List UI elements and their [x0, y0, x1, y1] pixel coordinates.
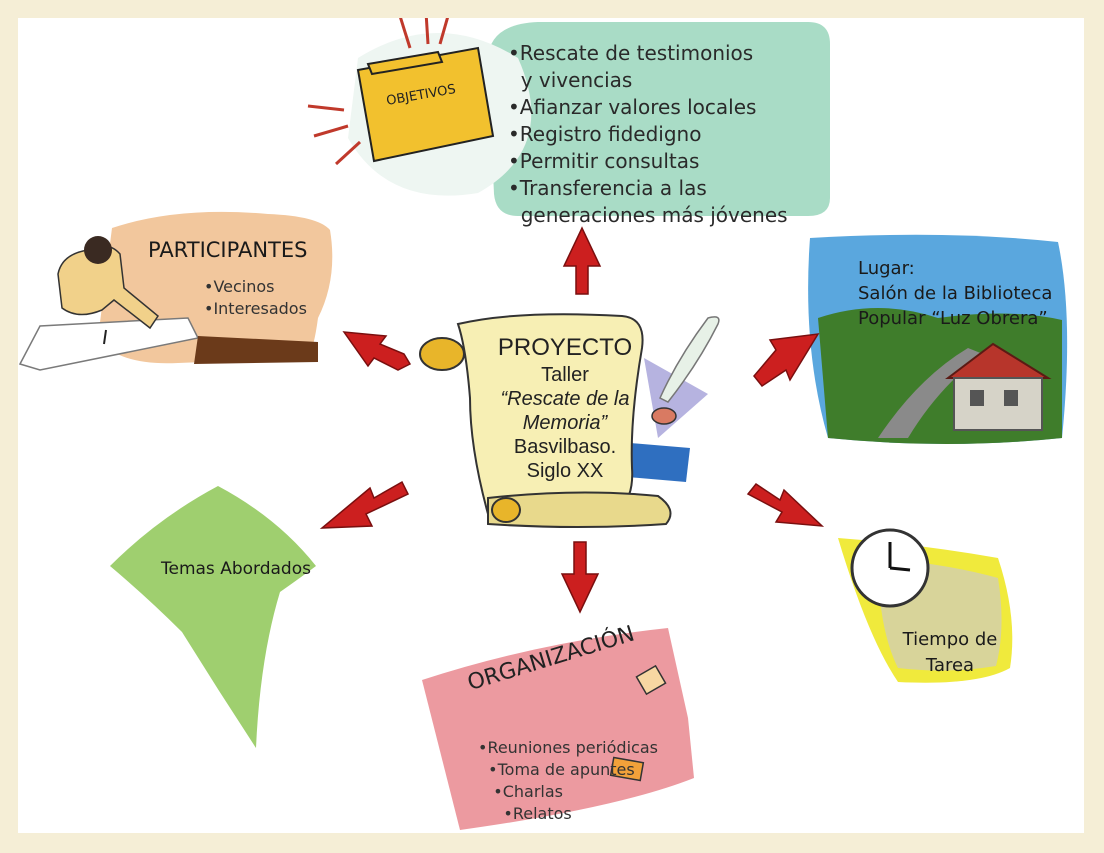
arrow-to-temas: [319, 480, 410, 529]
lugar-line: Popular “Luz Obrera”: [858, 308, 1048, 329]
objetivos-item: •Rescate de testimonios: [508, 41, 754, 65]
tiempo-line: Tiempo de: [902, 629, 998, 650]
writer-person-icon: [18, 236, 318, 371]
participantes-item: •Interesados: [204, 299, 307, 318]
organizacion-item: •Charlas: [478, 782, 563, 801]
project-line: Siglo XX: [526, 460, 604, 482]
participantes-item: •Vecinos: [204, 277, 275, 296]
organizacion-shape: [422, 628, 694, 830]
arrow-to-objetivos: [562, 226, 602, 295]
temas-label: Temas Abordados: [161, 559, 311, 579]
objetivos-folder-icon: [307, 18, 532, 196]
lugar-line: Lugar:: [858, 258, 915, 279]
tiempo-line: Tarea: [925, 655, 975, 676]
organizacion-item: •Relatos: [478, 804, 572, 823]
arrow-to-tiempo: [746, 482, 825, 527]
lugar-line: Salón de la Biblioteca: [858, 283, 1053, 304]
central-scroll: [419, 313, 720, 528]
objetivos-item: •Transferencia a las: [508, 176, 707, 200]
project-line: Taller: [541, 364, 589, 386]
diagram-canvas: OBJETIVOS •Rescate de testimonios y vive…: [18, 18, 1084, 833]
project-text: PROYECTO Taller “Rescate de la Memoria” …: [485, 333, 645, 483]
arrow-to-participantes: [342, 331, 412, 371]
objetivos-item: •Afianzar valores locales: [508, 95, 757, 119]
temas-shape: [110, 486, 316, 748]
objetivos-item: •Registro fidedigno: [508, 122, 702, 146]
diagram-graphics: [18, 18, 1068, 830]
objetivos-item: y vivencias: [508, 68, 633, 92]
project-line: Memoria”: [522, 412, 608, 434]
organizacion-list: •Reuniones periódicas •Toma de apuntes •…: [478, 737, 658, 825]
participantes-title: PARTICIPANTES: [148, 238, 308, 262]
project-line: Basvilbaso.: [513, 436, 617, 458]
arrow-to-lugar: [753, 333, 820, 388]
organizacion-item: •Reuniones periódicas: [478, 738, 658, 757]
clock-icon: [850, 528, 930, 608]
objetivos-bubble: [488, 22, 830, 216]
participantes-list: •Vecinos •Interesados: [204, 276, 307, 320]
organizacion-item: •Toma de apuntes: [478, 760, 635, 779]
arrow-to-organizacion: [560, 541, 600, 614]
project-title: PROYECTO: [497, 334, 633, 361]
book-icon: [635, 664, 667, 696]
objetivos-item: •Permitir consultas: [508, 149, 700, 173]
lugar-text: Lugar: Salón de la Biblioteca Popular “L…: [858, 256, 1052, 331]
objetivos-list: •Rescate de testimonios y vivencias •Afi…: [508, 40, 788, 229]
tiempo-text: Tiempo de Tarea: [895, 627, 1005, 679]
project-line: “Rescate de la: [500, 388, 630, 410]
book-icon: [609, 756, 645, 782]
lugar-landscape-image: [808, 234, 1068, 444]
objetivos-item: generaciones más jóvenes: [508, 203, 788, 227]
